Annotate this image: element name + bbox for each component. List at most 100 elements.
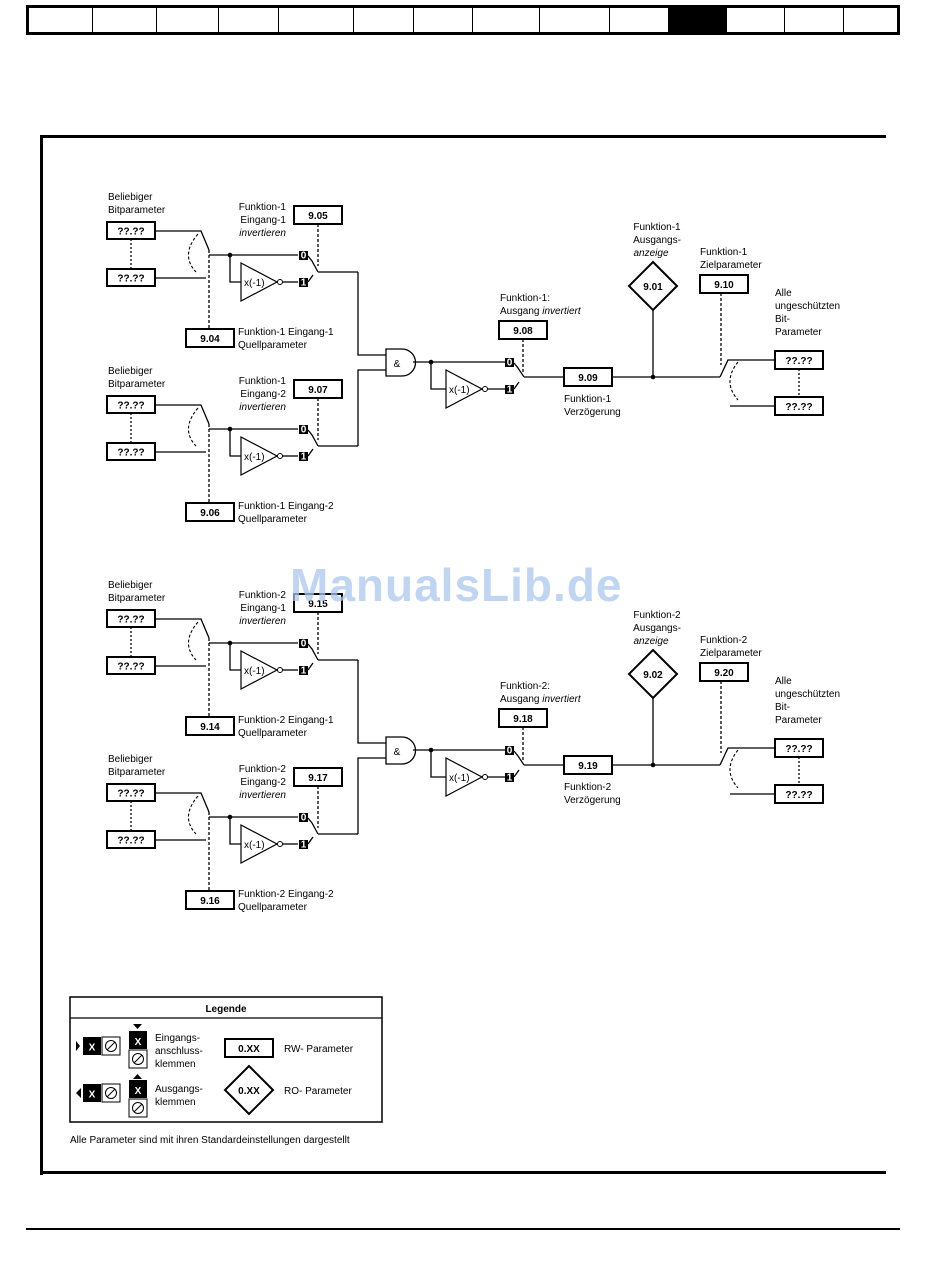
section-tab-active[interactable] <box>669 8 727 32</box>
function-2-in1-not-gate-bubble <box>277 667 283 673</box>
function-1-in1-bit0: 0 <box>301 251 307 262</box>
function-2-dest-label-2: Zielparameter <box>700 648 762 659</box>
function-1-target-label-3: Bit- <box>775 314 790 325</box>
function-2-out-bit0-frame <box>505 746 514 755</box>
section-tab[interactable] <box>219 8 279 32</box>
legend-output-v-glyph: X <box>135 1086 142 1097</box>
function-2-target-label-2: ungeschützten <box>775 689 840 700</box>
section-tab[interactable] <box>29 8 93 32</box>
legend-output-terminal-slot-ring <box>105 1087 117 1099</box>
function-1-and-gate <box>385 348 417 377</box>
function-1-in2-bit1-frame <box>299 452 308 461</box>
function-1-in2-src-label: Funktion-1 Eingang-2 <box>238 501 334 512</box>
function-2-out-switch-b <box>513 769 520 778</box>
function-1-out-inv-label-italic: invertiert <box>542 306 582 317</box>
function-2-out-inv-label-italic: invertiert <box>542 694 582 705</box>
function-2-out-inv-param: 9.18 <box>513 714 533 725</box>
function-2-in1-not-gate-label: x(-1) <box>244 666 265 677</box>
input-arrow-down-icon <box>133 1024 142 1029</box>
section-tab[interactable] <box>354 8 414 32</box>
function-2-in1-src-param-frame <box>185 716 235 736</box>
section-tab[interactable] <box>157 8 219 32</box>
function-1-out-bit0: 0 <box>507 358 513 369</box>
function-1-in2-inv-label: Funktion-1 <box>239 376 287 387</box>
legend-output-terminal-x-glyph: X <box>89 1090 96 1101</box>
legend-input-v-x <box>129 1031 147 1049</box>
function-1-in2-source-label-2: Bitparameter <box>108 379 166 390</box>
function-1-target-label: Alle <box>775 288 792 299</box>
legend-title: Legende <box>205 1004 247 1015</box>
section-tab[interactable] <box>540 8 610 32</box>
function-2-in2-source-box-a: ??.?? <box>117 789 144 800</box>
function-2-in2-inv-label-2: Eingang-2 <box>240 777 286 788</box>
frame-bottom-rule <box>40 1171 886 1174</box>
function-2-target-box-a: ??.?? <box>785 744 812 755</box>
function-1-dest-param-frame <box>699 274 749 294</box>
function-2-out-not-gate-bubble <box>482 774 488 780</box>
function-2-in1-inv-wire <box>229 643 241 671</box>
function-2-in2-src-param-frame <box>185 890 235 910</box>
function-1-in1-src-label: Funktion-1 Eingang-1 <box>238 327 334 338</box>
function-1-in2-not-gate-bubble <box>277 453 283 459</box>
function-2-in1-bit1: 1 <box>301 666 307 677</box>
legend-output-label-2: klemmen <box>155 1097 196 1108</box>
function-2-out-not-gate <box>445 757 484 797</box>
section-tab[interactable] <box>279 8 354 32</box>
function-1-in2-selector-arc <box>187 407 199 447</box>
function-2-in1-bit1-frame <box>299 666 308 675</box>
function-2-in2-selector-arc <box>187 795 199 835</box>
section-tab[interactable] <box>610 8 669 32</box>
function-2-out-inv-label: Funktion-2: <box>500 681 550 692</box>
legend-ro-diamond: 0.XX <box>238 1086 260 1097</box>
legend-ro-diamond-frame <box>223 1064 275 1116</box>
section-tab[interactable] <box>473 8 540 32</box>
function-2-dest-switch <box>719 747 775 766</box>
section-tab[interactable] <box>93 8 157 32</box>
function-2-target-label: Alle <box>775 676 792 687</box>
function-2-in2-not-gate <box>240 824 279 864</box>
function-2-in1-src-param: 9.14 <box>200 722 220 733</box>
function-1-target-label-4: Parameter <box>775 327 822 338</box>
function-2-out-switch <box>513 750 525 766</box>
function-2-in2-source-box-b: ??.?? <box>117 836 144 847</box>
function-1-in1-switch-b <box>307 274 314 283</box>
function-2-in1-inv-label-3: invertieren <box>239 616 286 627</box>
section-tab[interactable] <box>414 8 473 32</box>
function-2-to-and-1 <box>357 660 386 744</box>
function-1-in2-not-gate <box>240 436 279 476</box>
function-1-in1-src-param-frame <box>185 328 235 348</box>
input-arrow-icon <box>76 1041 80 1051</box>
function-2-in1-inv-label-2: Eingang-1 <box>240 603 286 614</box>
function-2-target-box-b: ??.?? <box>785 790 812 801</box>
legend-input-terminal-x <box>83 1037 101 1055</box>
legend-rw-box-frame <box>224 1038 274 1058</box>
function-1-disp-label-3: anzeige <box>633 248 668 259</box>
function-1-out-bit0-frame <box>505 358 514 367</box>
function-2-in2-inv-label: Funktion-2 <box>239 764 287 775</box>
function-1-in2-not-gate-label: x(-1) <box>244 452 265 463</box>
function-1-dest-param: 9.10 <box>714 280 734 291</box>
function-2-in1-not-gate <box>240 650 279 690</box>
function-1-in1-bit1: 1 <box>301 278 307 289</box>
function-2-target-label-3: Bit- <box>775 702 790 713</box>
function-1-in1-inv-label: Funktion-1 <box>239 202 287 213</box>
function-1-in1-inv-wire <box>229 255 241 283</box>
section-tab[interactable] <box>727 8 785 32</box>
legend-input-v-bar <box>133 1054 143 1064</box>
function-1-in2-source-label: Beliebiger <box>108 366 153 377</box>
function-1-out-switch <box>513 362 525 378</box>
legend-rw-box: 0.XX <box>238 1044 260 1055</box>
function-2-target-box-b-frame <box>774 784 824 804</box>
footer-rule <box>26 1228 900 1230</box>
function-1-in2-source-box-b: ??.?? <box>117 448 144 459</box>
section-tab[interactable] <box>785 8 844 32</box>
legend-output-terminal-x <box>83 1084 101 1102</box>
function-1-out-inv-label-2: Ausgang invertiert <box>500 306 582 317</box>
output-arrow-icon <box>76 1088 81 1098</box>
legend-box <box>69 996 383 1123</box>
function-2-in1-src-label-2: Quellparameter <box>238 728 308 739</box>
frame-top-rule <box>40 135 886 138</box>
function-1-dest-label: Funktion-1 <box>700 247 748 258</box>
function-1-in2-bit1: 1 <box>301 452 307 463</box>
function-2-in2-source-label: Beliebiger <box>108 754 153 765</box>
